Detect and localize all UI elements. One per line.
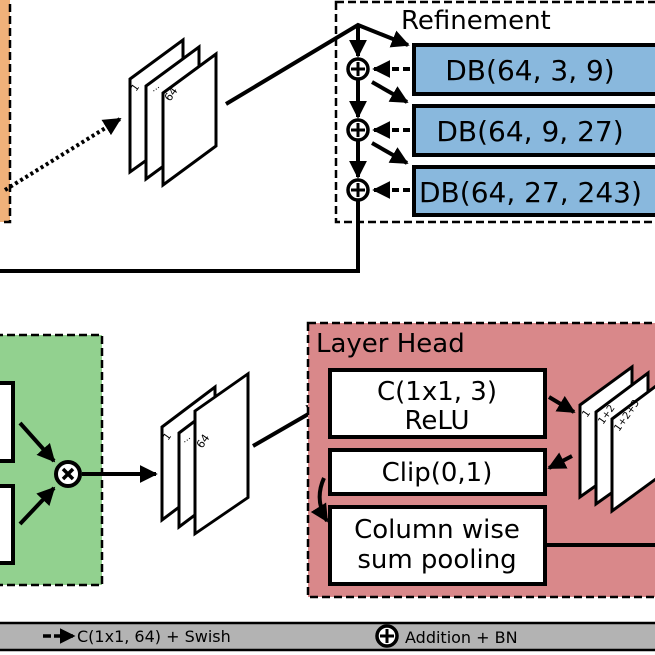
arrow xyxy=(547,395,576,414)
layer-head-title: Layer Head xyxy=(316,329,465,359)
cumulative-map-stack: 1 1+2 1+2+3 xyxy=(578,364,655,514)
addition-icon xyxy=(346,57,370,81)
skip-connection-line xyxy=(0,201,360,273)
db-block-1: DB(64, 3, 9) xyxy=(412,43,655,96)
stack-label: 1 xyxy=(129,82,142,94)
addition-icon xyxy=(375,624,399,648)
arrow xyxy=(18,421,56,463)
pooling-box: Column wise sum pooling xyxy=(328,505,547,586)
clip-label: Clip(0,1) xyxy=(382,458,493,488)
conv-label: C(1x1, 3) xyxy=(377,377,497,407)
db-block-2: DB(64, 9, 27) xyxy=(412,104,655,157)
dotted-arrow xyxy=(3,117,122,192)
legend-addition-label: Addition + BN xyxy=(405,628,518,647)
clip-box: Clip(0,1) xyxy=(328,448,547,496)
pooling-label: Column wise xyxy=(354,515,520,545)
arrow xyxy=(547,452,573,470)
legend-bar: C(1x1, 64) + Swish Addition + BN xyxy=(0,621,655,652)
diag-arrow xyxy=(371,80,409,104)
db-block-label: DB(64, 27, 243) xyxy=(419,176,642,209)
attention-branch-box xyxy=(0,484,15,565)
refinement-title: Refinement xyxy=(401,6,551,36)
feature-map-stack-top: 1 ... 64 xyxy=(128,37,218,188)
dashed-arrows xyxy=(372,60,410,199)
db-block-label: DB(64, 9, 27) xyxy=(436,115,623,148)
pooling-label: sum pooling xyxy=(357,545,516,575)
diag-arrow xyxy=(371,141,409,165)
db-block-label: DB(64, 3, 9) xyxy=(445,54,614,87)
feature-map-stack-bottom: 1 ... 64 xyxy=(160,370,250,537)
db-block-3: DB(64, 27, 243) xyxy=(412,165,655,217)
arrow xyxy=(18,486,56,526)
addition-icon xyxy=(346,178,370,202)
stack-label: 1 xyxy=(161,431,174,443)
stack-label: 1 xyxy=(580,408,593,420)
curved-arrow xyxy=(310,477,329,523)
addition-icon xyxy=(346,118,370,142)
encoder-block xyxy=(0,0,12,224)
conv-relu-box: C(1x1, 3) ReLU xyxy=(328,368,547,439)
relu-label: ReLU xyxy=(404,406,469,436)
attention-branch-box xyxy=(0,381,15,463)
legend-conv-label: C(1x1, 64) + Swish xyxy=(77,627,231,646)
multiply-icon xyxy=(54,460,82,488)
